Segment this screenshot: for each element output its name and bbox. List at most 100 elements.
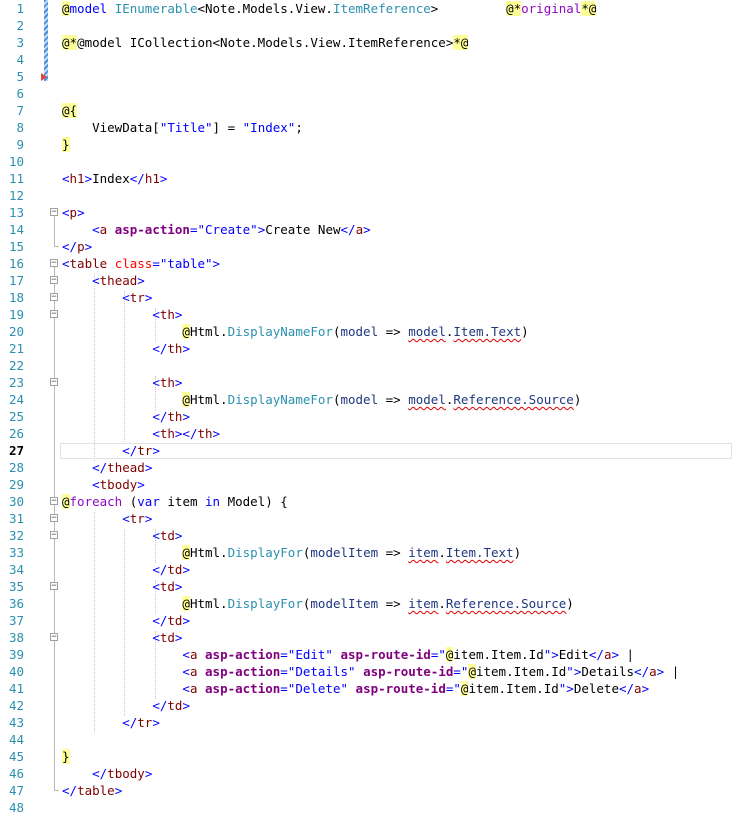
code-line[interactable]: 39 <a asp-action="Edit" asp-route-id="@i… [0, 646, 732, 663]
code-text[interactable]: @Html.DisplayFor(modelItem => item.Item.… [62, 544, 521, 561]
code-line[interactable]: 20 @Html.DisplayNameFor(model => model.I… [0, 323, 732, 340]
code-line[interactable]: 26 <th></th> [0, 425, 732, 442]
code-text[interactable]: @*@model ICollection<Note.Models.View.It… [62, 34, 469, 51]
code-text[interactable]: </td> [62, 697, 190, 714]
code-text[interactable]: @Html.DisplayFor(modelItem => item.Refer… [62, 595, 574, 612]
code-line[interactable]: 5 [0, 68, 732, 85]
code-line[interactable]: 41 <a asp-action="Delete" asp-route-id="… [0, 680, 732, 697]
code-text[interactable]: <tr> [62, 510, 152, 527]
code-text[interactable]: </th> [62, 408, 190, 425]
code-text[interactable]: </tr> [62, 714, 160, 731]
collapse-icon[interactable]: − [50, 207, 58, 217]
code-line[interactable]: 40 <a asp-action="Details" asp-route-id=… [0, 663, 732, 680]
collapse-icon[interactable]: − [50, 513, 58, 523]
collapse-icon[interactable]: − [50, 530, 58, 540]
code-text[interactable]: @model IEnumerable<Note.Models.View.Item… [62, 0, 597, 17]
code-text[interactable]: <a asp-action="Edit" asp-route-id="@item… [62, 646, 634, 663]
code-line[interactable]: 16<table class="table"> [0, 255, 732, 272]
code-line[interactable]: 34 </td> [0, 561, 732, 578]
code-text[interactable]: </p> [62, 238, 92, 255]
code-text[interactable]: </th> [62, 340, 190, 357]
code-line[interactable]: 32 <td> [0, 527, 732, 544]
code-line[interactable]: 17 <thead> [0, 272, 732, 289]
code-line[interactable]: 35 <td> [0, 578, 732, 595]
collapse-icon[interactable]: − [50, 496, 58, 506]
code-line[interactable]: 15</p> [0, 238, 732, 255]
code-line[interactable]: 1@model IEnumerable<Note.Models.View.Ite… [0, 0, 732, 17]
code-line[interactable]: 44 [0, 731, 732, 748]
code-line[interactable]: 10 [0, 153, 732, 170]
code-text[interactable]: <a asp-action="Create">Create New</a> [62, 221, 371, 238]
code-text[interactable]: </tbody> [62, 765, 152, 782]
code-line[interactable]: 3@*@model ICollection<Note.Models.View.I… [0, 34, 732, 51]
collapse-icon[interactable]: − [50, 632, 58, 642]
code-line[interactable]: 46 </tbody> [0, 765, 732, 782]
code-line[interactable]: 8 ViewData["Title"] = "Index"; [0, 119, 732, 136]
code-line[interactable]: 37 </td> [0, 612, 732, 629]
code-text[interactable]: <a asp-action="Delete" asp-route-id="@it… [62, 680, 649, 697]
code-line[interactable]: 30@foreach (var item in Model) { [0, 493, 732, 510]
code-text[interactable]: <th> [62, 374, 182, 391]
code-text[interactable]: <td> [62, 629, 182, 646]
code-text[interactable]: </td> [62, 561, 190, 578]
code-line[interactable]: 14 <a asp-action="Create">Create New</a> [0, 221, 732, 238]
code-line[interactable]: 12 [0, 187, 732, 204]
code-line[interactable]: 7@{ [0, 102, 732, 119]
code-text[interactable]: <p> [62, 204, 85, 221]
code-line[interactable]: 22 [0, 357, 732, 374]
code-line[interactable]: 9} [0, 136, 732, 153]
code-line[interactable]: 42 </td> [0, 697, 732, 714]
code-text[interactable]: </table> [62, 782, 122, 799]
code-text[interactable]: @Html.DisplayNameFor(model => model.Refe… [62, 391, 581, 408]
code-text[interactable]: @{ [62, 102, 78, 119]
code-line[interactable]: 38 <td> [0, 629, 732, 646]
code-text[interactable]: <a asp-action="Details" asp-route-id="@i… [62, 663, 679, 680]
code-line[interactable]: 25 </th> [0, 408, 732, 425]
code-line[interactable]: 33 @Html.DisplayFor(modelItem => item.It… [0, 544, 732, 561]
code-line[interactable]: 28 </thead> [0, 459, 732, 476]
code-line[interactable]: 4 [0, 51, 732, 68]
collapse-icon[interactable]: − [50, 309, 58, 319]
collapse-icon[interactable]: − [50, 275, 58, 285]
code-line[interactable]: 48 [0, 799, 732, 816]
code-text[interactable]: </td> [62, 612, 190, 629]
code-text[interactable]: <th></th> [62, 425, 220, 442]
code-line[interactable]: 11<h1>Index</h1> [0, 170, 732, 187]
code-line[interactable]: 18 <tr> [0, 289, 732, 306]
code-text[interactable]: <h1>Index</h1> [62, 170, 167, 187]
code-line[interactable]: 45} [0, 748, 732, 765]
collapse-icon[interactable]: − [50, 258, 58, 268]
code-text[interactable]: @foreach (var item in Model) { [62, 493, 288, 510]
code-line[interactable]: 13<p> [0, 204, 732, 221]
code-text[interactable]: <td> [62, 578, 182, 595]
code-text[interactable]: } [62, 136, 70, 153]
code-line[interactable]: 19 <th> [0, 306, 732, 323]
code-line[interactable]: 29 <tbody> [0, 476, 732, 493]
code-line[interactable]: 2 [0, 17, 732, 34]
collapse-icon[interactable]: − [50, 581, 58, 591]
execution-marker-icon[interactable] [41, 73, 47, 81]
code-line[interactable]: 23 <th> [0, 374, 732, 391]
code-line[interactable]: 47</table> [0, 782, 732, 799]
code-text[interactable]: @Html.DisplayNameFor(model => model.Item… [62, 323, 529, 340]
code-line[interactable]: 6 [0, 85, 732, 102]
code-text[interactable]: <thead> [62, 272, 145, 289]
code-text[interactable]: </thead> [62, 459, 152, 476]
code-text[interactable]: <table class="table"> [62, 255, 220, 272]
code-text[interactable]: <td> [62, 527, 182, 544]
code-text[interactable]: <tbody> [62, 476, 145, 493]
code-line[interactable]: 31 <tr> [0, 510, 732, 527]
code-text[interactable]: </tr> [62, 442, 160, 459]
code-text[interactable]: <tr> [62, 289, 152, 306]
code-line[interactable]: 24 @Html.DisplayNameFor(model => model.R… [0, 391, 732, 408]
collapse-icon[interactable]: − [50, 292, 58, 302]
code-text[interactable]: ViewData["Title"] = "Index"; [62, 119, 303, 136]
code-line[interactable]: 43 </tr> [0, 714, 732, 731]
collapse-icon[interactable]: − [50, 377, 58, 387]
code-text[interactable]: } [62, 748, 70, 765]
code-line[interactable]: 27 </tr> [0, 442, 732, 459]
code-line[interactable]: 21 </th> [0, 340, 732, 357]
code-line[interactable]: 36 @Html.DisplayFor(modelItem => item.Re… [0, 595, 732, 612]
code-text[interactable]: <th> [62, 306, 182, 323]
